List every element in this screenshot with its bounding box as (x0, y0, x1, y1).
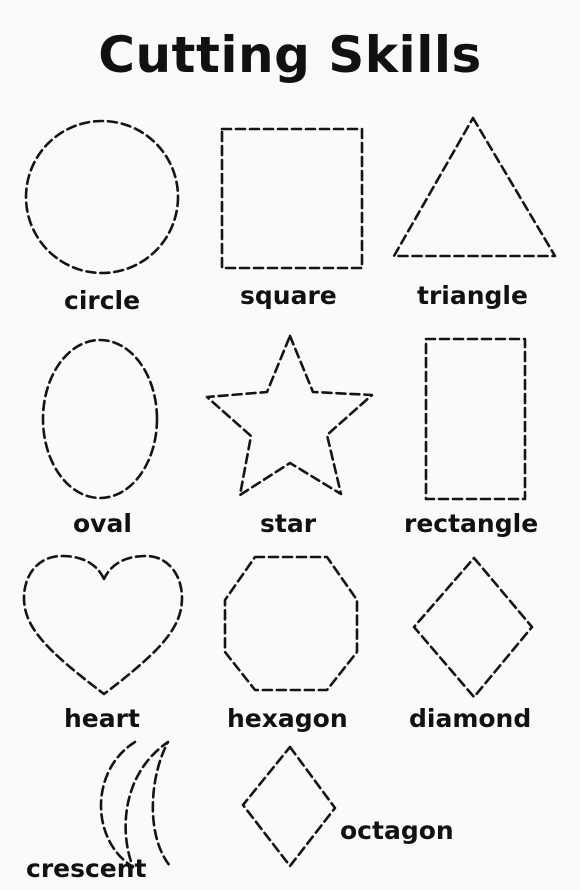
star-label: star (260, 509, 317, 538)
oval-label: oval (73, 509, 132, 538)
triangle-shape-icon (392, 116, 557, 258)
rectangle-shape-icon (424, 337, 527, 501)
oval-shape-icon (41, 338, 159, 500)
circle-shape-icon (24, 119, 180, 275)
diamond-label: diamond (409, 704, 532, 733)
crescent-label: crescent (26, 854, 147, 883)
circle-label: circle (64, 286, 141, 315)
hexagon-shape-icon (223, 555, 359, 692)
square-shape-icon (220, 127, 364, 270)
heart-label: heart (64, 704, 140, 733)
crescent-shape-icon (99, 740, 172, 869)
heart-shape-icon (22, 554, 184, 696)
worksheet-title: Cutting Skills (98, 26, 482, 84)
diamond-shape-icon (412, 556, 534, 699)
star-shape-icon (205, 334, 374, 497)
octagon-shape-icon (241, 745, 337, 868)
triangle-label: triangle (417, 281, 528, 310)
square-label: square (240, 281, 337, 310)
rectangle-label: rectangle (404, 509, 539, 538)
octagon-label: octagon (340, 816, 454, 845)
hexagon-label: hexagon (227, 704, 348, 733)
